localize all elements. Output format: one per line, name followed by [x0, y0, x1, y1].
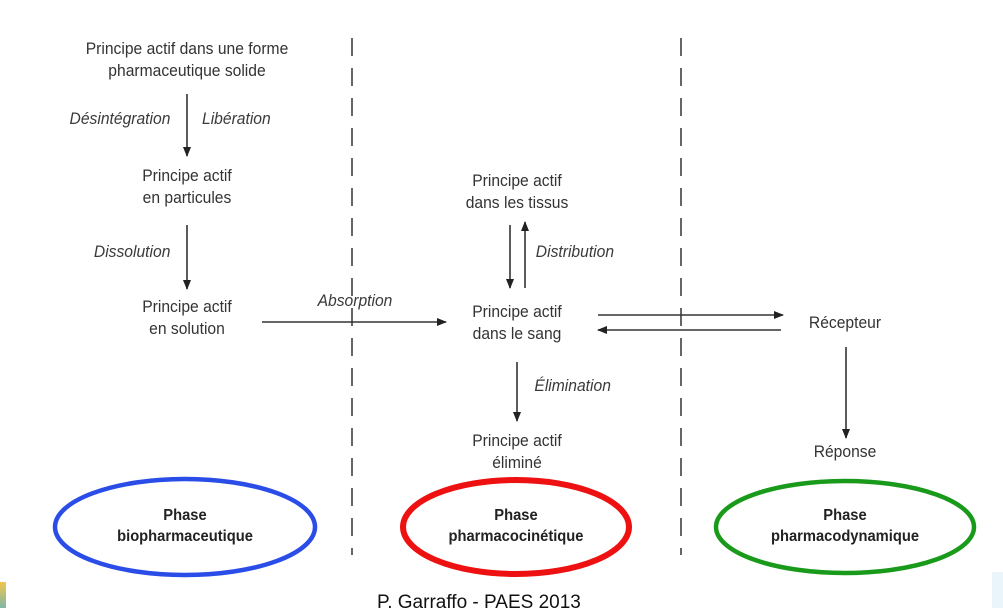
- node-particles: Principe actif en particules: [142, 166, 232, 207]
- phase-ellipse-pharmacodynamique: [713, 478, 977, 576]
- edge-label-elimination: Élimination: [534, 376, 611, 395]
- footer-credit: P. Garraffo - PAES 2013: [377, 592, 581, 613]
- node-blood: Principe actif dans le sang: [472, 302, 562, 343]
- node-eliminated: Principe actif éliminé: [472, 431, 562, 472]
- node-response: Réponse: [813, 442, 877, 461]
- corner-decoration-right: [992, 572, 1003, 608]
- phase-label-pharmacodynamique: Phase pharmacodynamique: [770, 507, 920, 545]
- edge-label-absorption: Absorption: [317, 291, 393, 310]
- node-solution: Principe actif en solution: [142, 297, 232, 338]
- edge-label-distribution: Distribution: [535, 242, 615, 261]
- edge-label-dissolution: Dissolution: [93, 242, 171, 261]
- node-solid-form: Principe actif dans une forme pharmaceut…: [85, 39, 289, 80]
- corner-logo-left: [0, 582, 6, 608]
- edge-label-liberation: Libération: [202, 109, 271, 128]
- phase-label-biopharmaceutique: Phase biopharmaceutique: [117, 507, 253, 545]
- node-tissues: Principe actif dans les tissus: [465, 171, 569, 212]
- node-receptor: Récepteur: [808, 313, 882, 332]
- phase-ellipse-pharmacocinetique: [400, 477, 632, 577]
- phase-ellipse-biopharmaceutique: [52, 476, 318, 578]
- edge-label-disintegration: Désintégration: [69, 109, 171, 128]
- phase-label-pharmacocinetique: Phase pharmacocinétique: [448, 507, 584, 545]
